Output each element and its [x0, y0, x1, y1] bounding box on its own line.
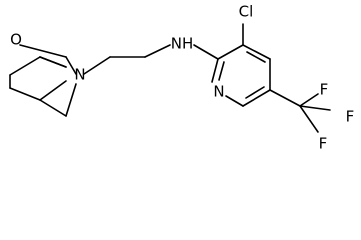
bond: [211, 58, 219, 83]
bond: [39, 80, 67, 101]
bond: [19, 44, 67, 58]
bond: [144, 44, 171, 58]
bond: [39, 99, 67, 117]
atom-label-f-right: F: [346, 108, 355, 126]
atom-label-n: N: [74, 66, 85, 84]
atom-label-f-top: F: [320, 81, 329, 99]
atom-label-cl: Cl: [239, 3, 254, 21]
structure-diagram: O N NH Cl N F F F: [9, 3, 355, 153]
bond: [65, 56, 77, 75]
bond: [242, 89, 271, 107]
bond: [246, 51, 266, 63]
bond: [193, 44, 219, 60]
bond: [299, 105, 331, 111]
bond: [299, 93, 319, 107]
bond: [245, 86, 265, 99]
bond: [242, 44, 271, 60]
bond: [39, 56, 67, 68]
bond: [9, 56, 41, 76]
bond: [269, 89, 301, 107]
bond: [9, 87, 41, 101]
atom-label-nh: NH: [171, 35, 194, 53]
atom-label-pyridine-n: N: [213, 83, 224, 101]
atom-label-f-bottom: F: [319, 135, 328, 153]
bond: [225, 95, 244, 107]
bond: [299, 105, 319, 133]
bond: [217, 44, 244, 60]
bond: [218, 61, 225, 81]
bond: [83, 56, 111, 75]
atom-label-o: O: [10, 31, 22, 49]
bond: [65, 83, 77, 117]
molecule-svg: O N NH Cl N F F F: [9, 3, 355, 153]
